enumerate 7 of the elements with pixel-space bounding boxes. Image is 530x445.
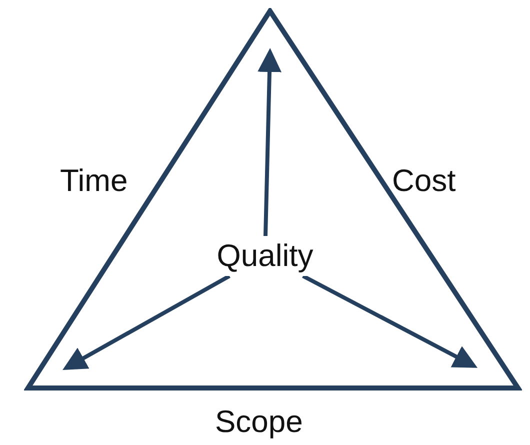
triangle-outline xyxy=(24,8,522,392)
arrow xyxy=(62,274,230,370)
side-label: Scope xyxy=(215,406,303,437)
arrow xyxy=(258,48,282,236)
side-label: Time xyxy=(60,165,128,196)
arrow xyxy=(302,274,478,368)
side-label: Cost xyxy=(392,165,456,196)
